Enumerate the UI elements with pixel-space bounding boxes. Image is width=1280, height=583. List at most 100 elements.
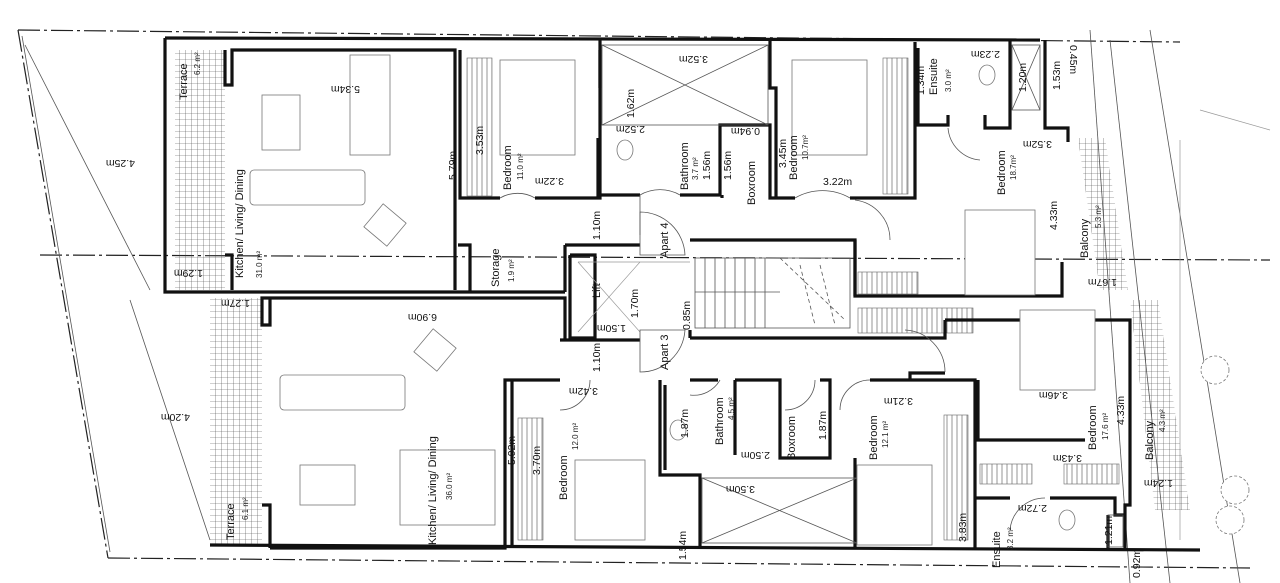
room-area: 4.5 m² (727, 397, 736, 420)
room-label: Bedroom (868, 415, 880, 460)
room-label: Bedroom (996, 150, 1008, 195)
dimension: 3.21m (884, 395, 913, 407)
room-label: Kitchen/ Living/ Dining (427, 436, 439, 545)
dimension: 1.87m (679, 409, 691, 438)
lift-label: Lift (591, 283, 603, 298)
sofa-apart3 (279, 374, 406, 411)
doors (499, 127, 1046, 531)
dimension: 3.53m (474, 126, 486, 155)
dimension: 5.92m (506, 436, 518, 465)
dimension: 2.50m (741, 449, 770, 461)
room-area: 3.2 m² (1006, 527, 1015, 550)
dimension: 1.56m (722, 151, 734, 180)
room-area: 10.7m² (801, 135, 810, 160)
room-label: Terrace (178, 63, 190, 100)
dimension: 1.24m (1144, 477, 1173, 489)
bed (856, 464, 933, 546)
dimension: 1.53m (1051, 61, 1063, 90)
dimension: 1.34m (915, 66, 927, 95)
room-label: Bedroom (1087, 405, 1099, 450)
room-area: 36.0 m² (445, 473, 454, 500)
dining-table-apart3 (299, 464, 356, 506)
room-area: 12.0 m² (571, 423, 580, 450)
dimension: 1.10m (591, 211, 603, 240)
dimension: 1.50m (597, 322, 626, 334)
room-label: Bathroom (714, 397, 726, 445)
room-area: 11.0 m² (516, 153, 525, 180)
dimension: 3.42m (569, 385, 598, 397)
dimension: 2.52m (616, 123, 645, 135)
apartment-label-lower: Apart 3 (659, 335, 671, 370)
toilet-icon (978, 64, 996, 86)
labels-apart4: Terrace 6.2 m² 4.25m 1.29m Kitchen/ Livi… (106, 45, 1117, 288)
dimension: 3.22m (535, 175, 564, 187)
dimension: 1.62m (625, 89, 637, 118)
kitchen-island-apart3 (399, 449, 496, 526)
balcony-apart3 (1130, 300, 1190, 510)
dimension: 4.20m (161, 411, 190, 423)
room-label: Balcony (1079, 218, 1091, 258)
sofa-apart4 (249, 169, 366, 206)
bed (499, 59, 576, 156)
dimension: 6.90m (408, 311, 437, 323)
dimension: 1.56m (701, 151, 713, 180)
dimension: 3.83m (957, 513, 969, 542)
toilet-icon (1058, 509, 1076, 531)
room-area: 4.3 m² (1158, 409, 1167, 432)
dimension: 4.33m (1048, 201, 1060, 230)
dimension: 3.22m (823, 176, 852, 188)
room-label: Bedroom (558, 455, 570, 500)
walls (163, 36, 1201, 552)
dimension: 2.72m (1018, 502, 1047, 514)
kitchen-island-apart4 (349, 54, 391, 156)
dimension: 2.23m (971, 48, 1000, 60)
wardrobes (466, 57, 1120, 541)
dimension: 1.21m (1103, 516, 1115, 545)
stair (694, 257, 851, 329)
armchair-apart4 (363, 203, 407, 247)
dimension: 3.70m (531, 446, 543, 475)
room-area: 3.7 m² (691, 157, 700, 180)
room-area: 17.6 m² (1101, 413, 1110, 440)
apartment-label-upper: Apart 4 (659, 223, 671, 258)
dimension: 1.67m (1088, 276, 1117, 288)
dining-table-apart4 (261, 94, 301, 151)
dimension: 4.33m (1115, 396, 1127, 425)
dimension: 1.10m (591, 343, 603, 372)
room-area: 18.7m² (1009, 155, 1018, 180)
dimension: 1.27m (221, 297, 250, 309)
room-area: 6.1 m² (241, 497, 250, 520)
room-label: Storage (490, 248, 502, 287)
armchair-apart3 (413, 328, 457, 372)
toilet-icon (616, 139, 634, 161)
room-label: Bedroom (502, 145, 514, 190)
room-area: 5.3 m² (1094, 205, 1103, 228)
room-label: Kitchen/ Living/ Dining (234, 169, 246, 278)
room-area: 12.1 m² (881, 421, 890, 448)
room-label: Bedroom (788, 135, 800, 180)
dimension: 1.29m (174, 267, 203, 279)
dimension: 5.34m (331, 83, 360, 95)
dimension: 1.87m (817, 411, 829, 440)
dimension: 3.43m (1053, 452, 1082, 464)
room-area: 1.9 m² (507, 259, 516, 282)
toilet-icon (669, 419, 687, 441)
dimension: 0.85m (681, 301, 693, 330)
dimension: 0.45m (1067, 45, 1079, 74)
trees (1200, 355, 1250, 535)
room-area: 6.2 m² (193, 52, 202, 75)
bed (791, 59, 868, 156)
dimension: 3.46m (1039, 389, 1068, 401)
dimension: 3.52m (679, 53, 708, 65)
dimension: 1.20m (1017, 63, 1029, 92)
dimension: 3.45m (777, 139, 789, 168)
dimension: 1.70m (629, 289, 641, 318)
balcony-apart4 (1078, 138, 1128, 290)
dimension: 4.25m (106, 157, 135, 169)
labels-core: 1.10m Lift 1.70m 1.50m 1.10m Apart 4 Apa… (591, 211, 693, 372)
lift-shaft (577, 261, 690, 333)
room-label: Ensuite (928, 58, 940, 95)
room-area: 31.0 m² (255, 251, 264, 278)
room-area: 3.0 m² (944, 69, 953, 92)
